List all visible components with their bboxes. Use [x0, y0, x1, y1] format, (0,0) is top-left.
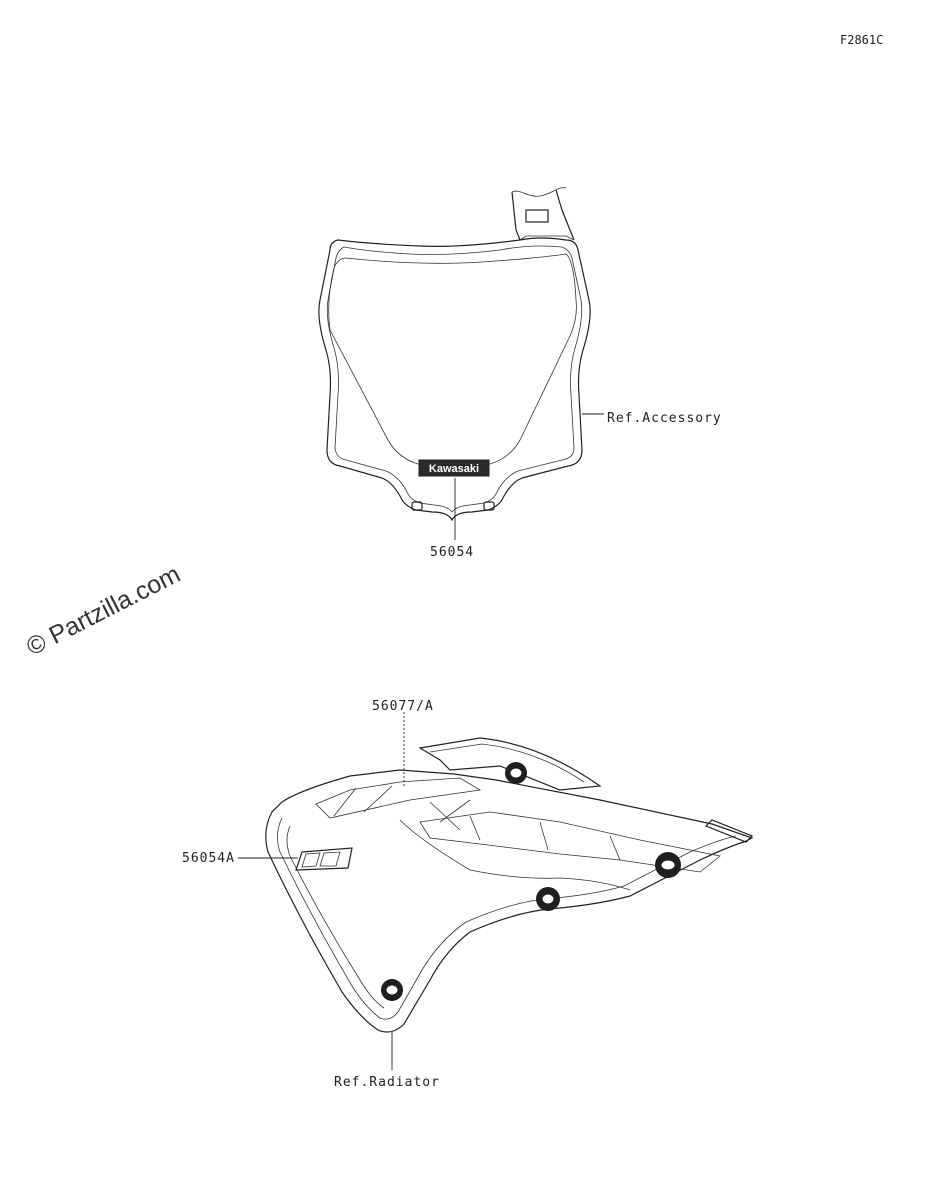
- label-56054a: 56054A: [182, 851, 235, 866]
- label-56077a: 56077/A: [372, 699, 434, 714]
- model-badge-decal[interactable]: [295, 847, 353, 871]
- figure-code: F2861C: [840, 33, 883, 47]
- shroud-outline: [265, 769, 754, 1033]
- grommet-lower: [381, 979, 403, 1001]
- plate-break-line: [511, 187, 567, 197]
- shroud-stripe-panel: [419, 811, 721, 873]
- plate-tab-left: [511, 191, 521, 241]
- grommet-upper: [505, 762, 527, 784]
- shroud-kx-lettering: [333, 785, 471, 831]
- plate-tab-slot: [525, 209, 549, 223]
- shroud-stripe-dividers: [469, 815, 621, 861]
- grommet-rear: [655, 852, 681, 878]
- plate-hole-right: [483, 501, 495, 511]
- badge-outline: [295, 847, 353, 871]
- watermark: © Partzilla.com: [22, 560, 185, 661]
- plate-tab-right: [555, 189, 575, 241]
- plate-tab-base: [519, 235, 575, 241]
- shroud-tail-tab: [704, 819, 754, 843]
- plate-inner-rim: [326, 245, 583, 513]
- logo-badge: [418, 459, 490, 477]
- radiator-shroud[interactable]: [265, 737, 754, 1033]
- logo-text: Kawasaki: [429, 463, 479, 475]
- label-ref-radiator: Ref.Radiator: [334, 1075, 440, 1090]
- grommet-middle: [536, 887, 560, 911]
- kawasaki-logo-decal[interactable]: Kawasaki: [418, 459, 490, 477]
- badge-digits: [301, 851, 341, 868]
- shroud-kx-graphic: [315, 777, 482, 819]
- shroud-edge-line: [286, 825, 385, 1009]
- label-56054: 56054: [430, 545, 474, 560]
- number-plate[interactable]: Kawasaki: [318, 187, 591, 522]
- shroud-recess-line: [399, 819, 631, 891]
- shroud-fin-trim: [429, 743, 585, 783]
- plate-hole-left: [411, 501, 423, 511]
- label-ref-accessory: Ref.Accessory: [607, 411, 722, 426]
- plate-outline: [318, 237, 591, 522]
- plate-face: [328, 253, 577, 465]
- shroud-inner-trim: [277, 817, 737, 1020]
